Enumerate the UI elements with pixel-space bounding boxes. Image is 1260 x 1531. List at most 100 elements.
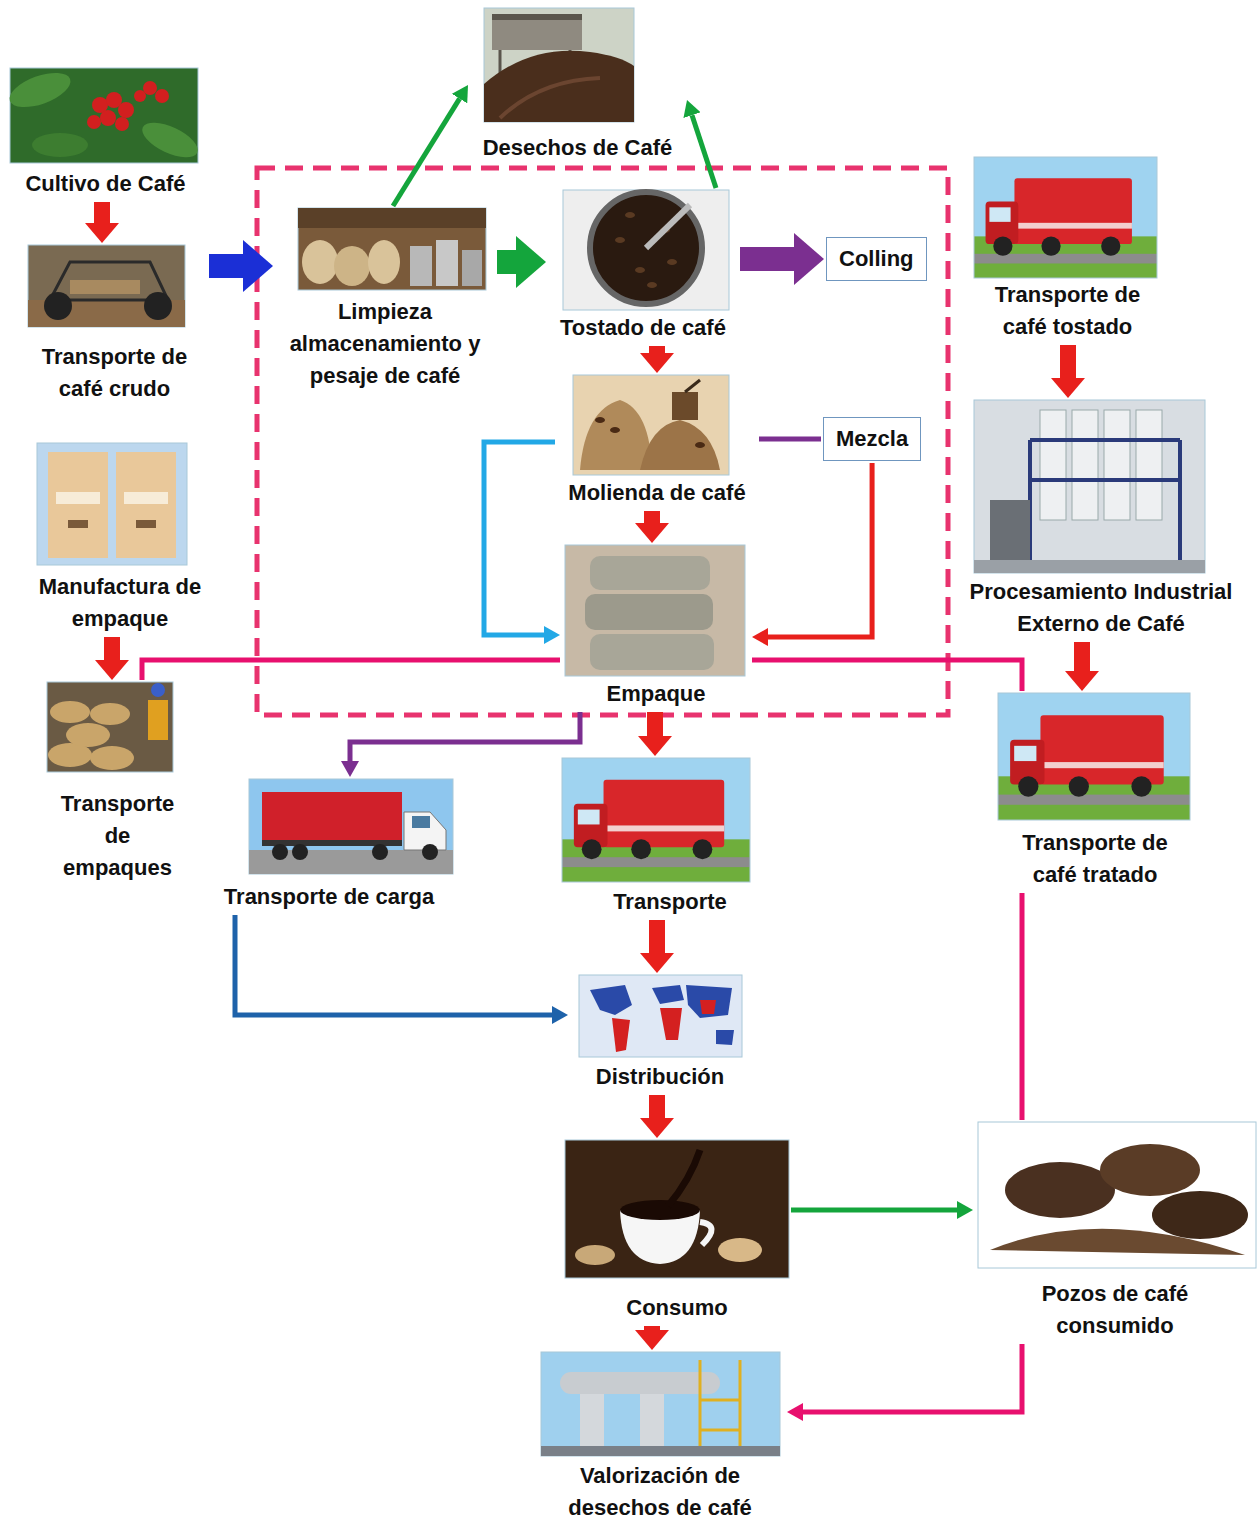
step-label: Procesamiento Industrial Externo de Café <box>951 576 1251 640</box>
process-step: Procesamiento Industrial Externo de Café <box>950 400 1252 640</box>
flow-arrow <box>752 660 1022 691</box>
spent-grounds-photo <box>1152 1191 1248 1239</box>
world-map-photo <box>716 1030 734 1045</box>
photo-frame <box>998 693 1190 820</box>
industrial-plant-photo <box>1104 410 1130 520</box>
world-map-photo <box>652 985 684 1004</box>
step-label: Mezcla <box>836 423 908 455</box>
valorization-plant-photo <box>541 1352 780 1456</box>
package-photo <box>124 492 168 504</box>
flow-arrow <box>692 115 716 188</box>
package-photo <box>48 452 108 558</box>
grinding-photo <box>573 375 729 475</box>
grinding-photo <box>595 417 705 448</box>
package-photo <box>68 520 88 528</box>
flow-arrow <box>649 1095 665 1118</box>
warehouse-photo <box>410 246 432 286</box>
flow-arrow <box>791 1208 957 1213</box>
package-transport-photo <box>148 700 168 740</box>
raw-transport-photo <box>28 245 185 327</box>
industrial-plant-photo <box>974 400 1205 573</box>
industrial-plant-photo <box>974 400 1205 573</box>
world-map-photo <box>579 975 742 1057</box>
raw-transport-photo <box>50 262 168 300</box>
flow-arrow <box>649 920 665 953</box>
waste-photo <box>484 8 634 122</box>
illustration-layer <box>974 157 1157 278</box>
step-label: Pozos de café consumido <box>1015 1278 1215 1342</box>
valorization-plant-photo <box>541 1352 780 1456</box>
packed-coffee-photo <box>590 634 714 670</box>
valorization-plant-photo <box>541 1446 780 1456</box>
raw-transport-photo <box>28 245 185 327</box>
freight-truck-photo <box>249 779 453 874</box>
coffee-plant-photo <box>5 66 75 114</box>
coffee-cup-photo <box>668 1150 700 1206</box>
flow-arrow <box>1074 642 1090 671</box>
spent-grounds-photo <box>978 1122 1256 1268</box>
flow-arrow <box>647 712 663 736</box>
valorization-plant-photo <box>700 1360 740 1456</box>
grinding-photo <box>573 375 729 475</box>
packed-coffee-photo <box>565 545 745 676</box>
package-transport-photo <box>90 746 134 770</box>
process-step: Molienda de café <box>557 375 757 509</box>
raw-transport-photo <box>44 292 72 320</box>
step-label: Valorización de desechos de café <box>550 1460 770 1524</box>
freight-truck-photo <box>412 816 430 828</box>
process-step: Transporte de carga <box>203 779 455 913</box>
spent-grounds-photo <box>978 1122 1256 1268</box>
photo-frame <box>974 157 1157 278</box>
freight-truck-photo <box>292 844 308 860</box>
coffee-plant-photo <box>115 117 129 131</box>
package-photo <box>136 520 156 528</box>
flow-arrow <box>644 1326 660 1330</box>
process-step: Manufactura de empaque <box>20 443 220 635</box>
step-label: Transporte <box>570 886 770 918</box>
grinding-photo <box>610 427 620 433</box>
flow-arrow <box>235 915 552 1015</box>
system-boundary <box>257 168 948 715</box>
package-transport-photo <box>66 723 110 747</box>
coffee-cup-photo <box>718 1238 762 1262</box>
grinding-photo <box>672 392 698 420</box>
flow-arrow <box>94 202 110 223</box>
illustration-layer <box>998 693 1190 820</box>
roaster-photo <box>563 190 729 310</box>
step-label: Distribución <box>570 1061 750 1093</box>
step-label: Transporte de carga <box>204 881 454 913</box>
industrial-plant-photo <box>974 560 1205 573</box>
warehouse-photo <box>368 240 400 284</box>
roaster-photo <box>647 282 657 288</box>
flow-arrow <box>803 1344 1022 1412</box>
package-photo <box>37 443 187 565</box>
world-map-photo <box>660 1008 682 1040</box>
coffee-plant-photo <box>155 89 169 103</box>
flow-arrow <box>104 637 120 660</box>
step-label: Cultivo de Café <box>11 168 201 200</box>
waste-photo <box>500 78 600 118</box>
roaster-photo <box>563 190 729 310</box>
warehouse-photo <box>298 208 486 228</box>
process-step: Transporte de café tratado <box>985 693 1205 891</box>
spent-grounds-photo <box>1100 1144 1200 1196</box>
warehouse-photo <box>298 208 486 290</box>
coffee-cup-photo <box>565 1140 789 1278</box>
warehouse-photo <box>462 250 482 286</box>
warehouse-photo <box>334 246 370 286</box>
process-step: Transporte <box>570 758 770 918</box>
step-label: Manufactura de empaque <box>20 571 220 635</box>
flow-arrow <box>768 463 872 637</box>
process-box: Colling <box>826 237 927 281</box>
flow-arrow <box>350 712 580 761</box>
process-step: Distribución <box>570 975 750 1093</box>
grinding-photo <box>640 420 720 470</box>
grinding-photo <box>595 417 605 423</box>
raw-transport-photo <box>70 280 140 294</box>
flow-arrow <box>740 247 794 271</box>
process-step: Empaque <box>562 545 750 710</box>
coffee-plant-photo <box>87 81 169 131</box>
step-label: Molienda de café <box>557 477 757 509</box>
process-step: Tostado de café <box>548 190 738 344</box>
